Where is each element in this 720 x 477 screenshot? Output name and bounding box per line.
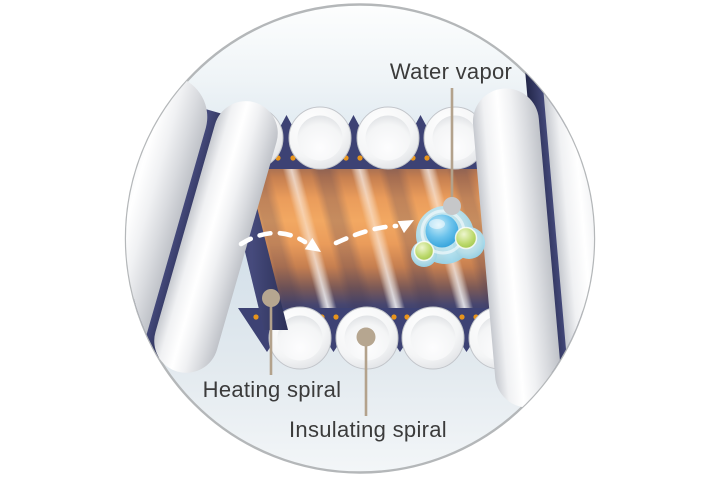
label-heating-spiral: Heating spiral (202, 377, 342, 402)
label-insulating-spiral: Insulating spiral (289, 417, 447, 442)
oxygen-highlight (429, 219, 445, 229)
airflow-arrows (238, 220, 414, 252)
label-water-vapor: Water vapor (389, 59, 513, 84)
insulating-spiral-right (472, 55, 594, 435)
spiral-ring (401, 306, 465, 370)
airflow-arrowhead-1 (304, 237, 321, 252)
heated-channel (222, 130, 544, 312)
hydrogen-atom-left (413, 240, 435, 262)
water-vapor-leader-dot (443, 197, 461, 215)
spiral-tube (154, 101, 278, 373)
oxygen-atom (425, 214, 459, 248)
hydrogen-atom-right (454, 226, 478, 250)
spiral-tube (126, 74, 208, 406)
spiral-ring (288, 106, 352, 170)
water-molecule-icon (411, 206, 485, 267)
spiral-ring (356, 106, 420, 170)
airflow-arrow-2 (333, 223, 399, 246)
airflow-arrow-1 (238, 230, 308, 247)
insulating-spiral-left (126, 74, 288, 406)
callout-leaders (262, 88, 461, 416)
spiral-tube (543, 55, 594, 435)
spiral-tube (472, 88, 562, 408)
insulating-spiral-leader-dot (356, 327, 376, 347)
spiral-ring (423, 106, 487, 170)
airflow-arrowhead-2 (397, 220, 414, 234)
heating-spiral-leader-dot (262, 289, 280, 307)
heat-glow-streaks (222, 130, 544, 312)
